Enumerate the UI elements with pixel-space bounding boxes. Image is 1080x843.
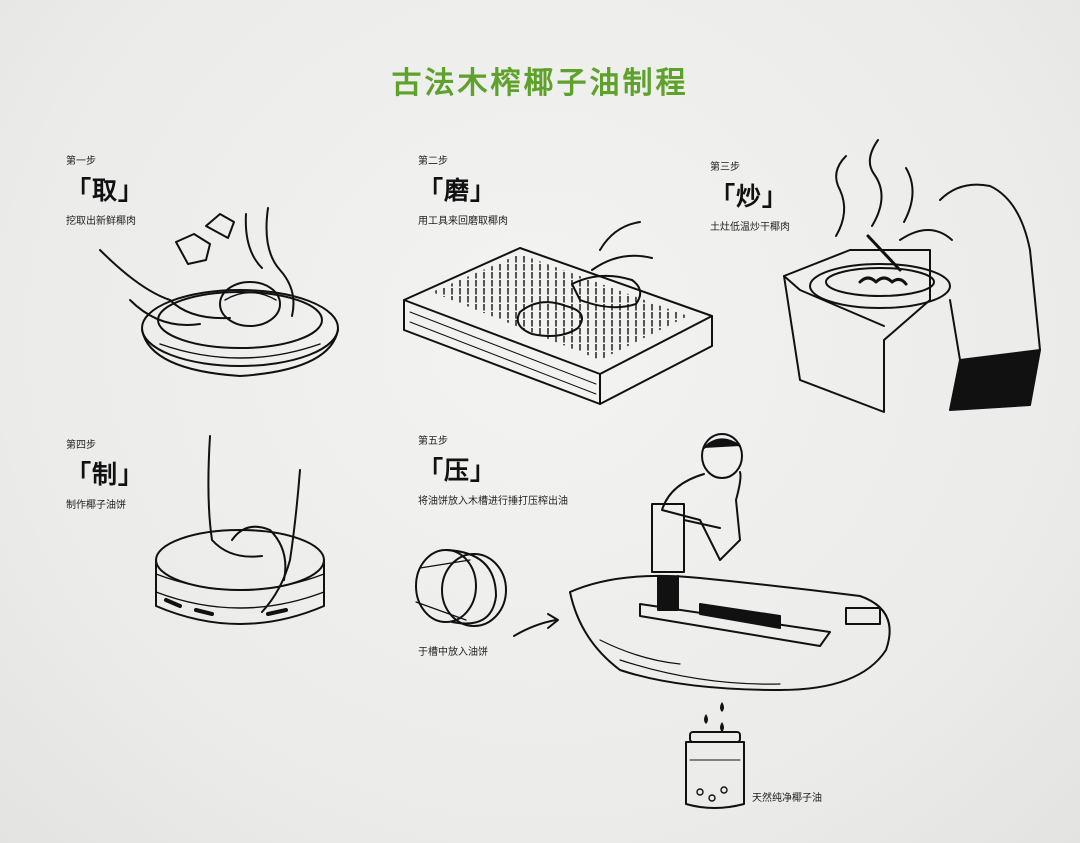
jar-caption: 天然纯净椰子油 [752,793,822,804]
step-1-description: 挖取出新鲜椰肉 [66,216,136,227]
step-5-description: 将油饼放入木槽进行捶打压榨出油 [418,496,568,507]
barrel-illustration [416,550,506,626]
oil-jar-illustration [686,732,744,808]
step-4-verb: 「制」 [66,460,145,489]
step-2-number: 第二步 [418,156,448,167]
step-4-number: 第四步 [66,440,96,451]
step-4-description: 制作椰子油饼 [66,500,126,511]
stove-frying-illustration [784,140,1040,412]
step-3-description: 土灶低温炒干椰肉 [710,222,790,233]
oil-drops-illustration [704,702,724,732]
step-1: 第一步 「取」 挖取出新鲜椰肉 [66,152,144,227]
step-3-number: 第三步 [710,162,740,173]
step-5: 第五步 「压」 将油饼放入木槽进行捶打压榨出油 [418,432,568,507]
step-1-number: 第一步 [66,156,96,167]
step-5-number: 第五步 [418,436,448,447]
step-3-verb: 「炒」 [710,182,789,211]
step-2: 第二步 「磨」 用工具来回磨取椰肉 [418,152,508,227]
arrow-head [548,614,558,628]
arrow-line [514,620,556,636]
step-2-verb: 「磨」 [418,176,497,205]
step-1-verb: 「取」 [66,176,145,205]
pressing-trough-illustration [570,504,890,690]
step-3: 第三步 「炒」 土灶低温炒干椰肉 [710,158,790,233]
step-4: 第四步 「制」 制作椰子油饼 [66,436,144,511]
oil-cake-ring-illustration [156,436,324,624]
grating-board-illustration [404,222,712,404]
worker-illustration [662,434,742,560]
step-5-verb: 「压」 [418,456,497,485]
scoop-coconut-illustration [100,208,338,376]
barrel-caption: 于槽中放入油饼 [418,647,488,658]
poster-title: 古法木榨椰子油制程 [391,66,689,101]
step-2-description: 用工具来回磨取椰肉 [418,216,508,227]
